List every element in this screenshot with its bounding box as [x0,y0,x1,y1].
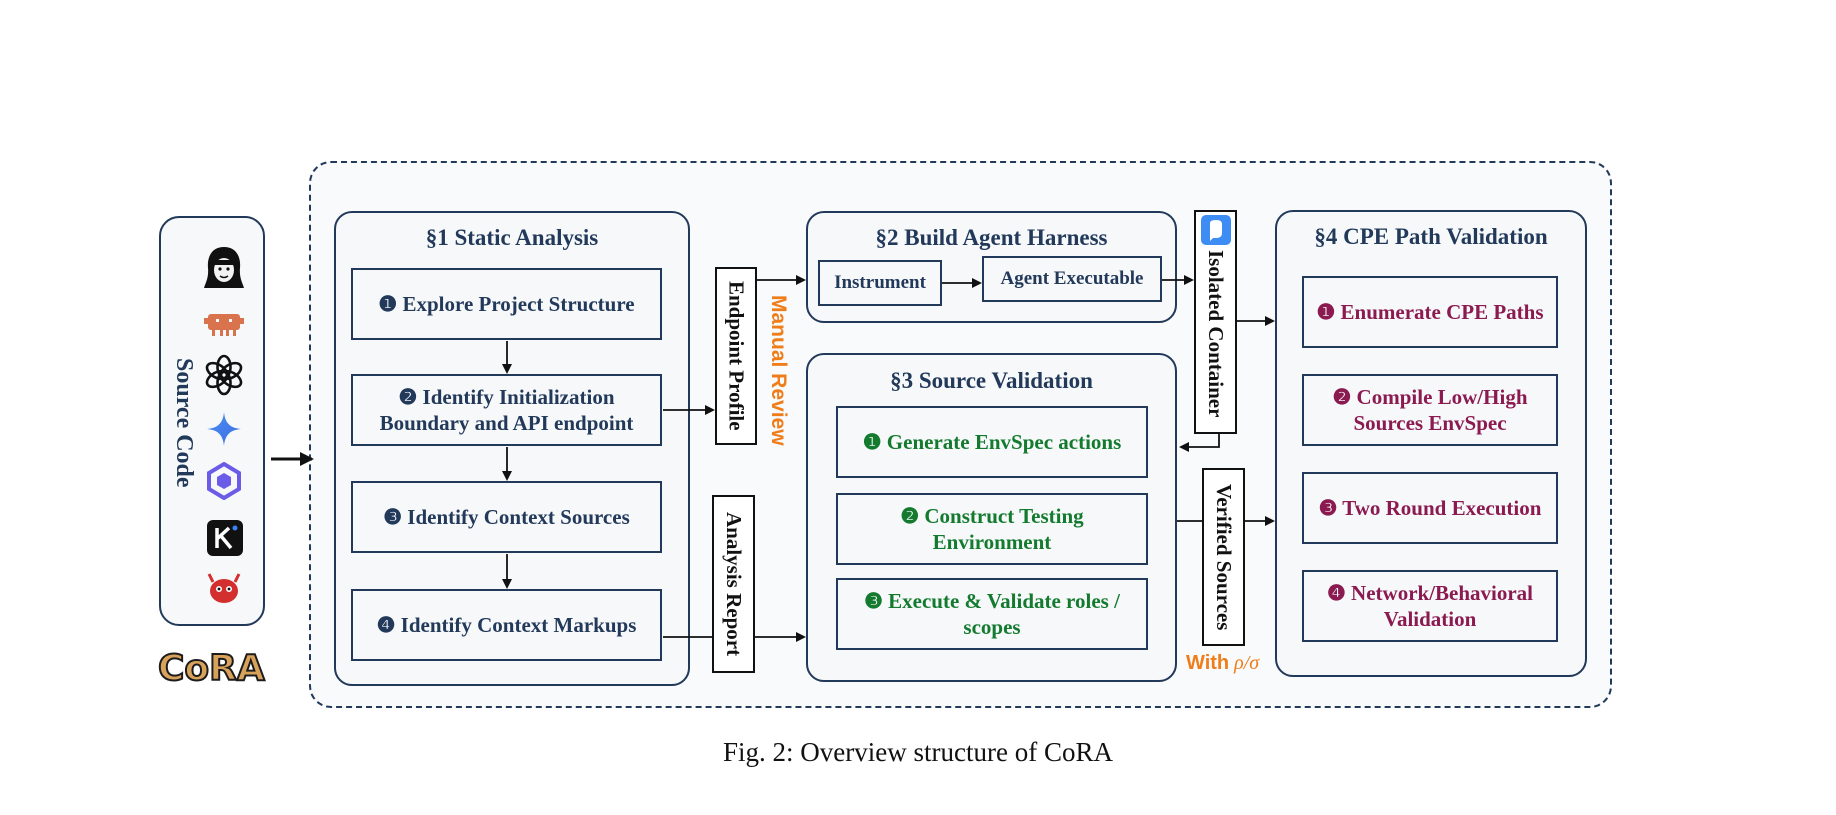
agent-harness-title: §2 Build Agent Harness [875,225,1108,250]
bug-mascot-icon [205,570,243,606]
step-identify-context-sources: ❸ Identify Context Sources [351,481,662,553]
step-execute-validate: ❸ Execute & Validate roles / scopes [836,578,1148,650]
step-identify-context-markups: ❹ Identify Context Markups [351,589,662,661]
endpoint-profile-label: Endpoint Profile [724,281,749,431]
robot-icon [204,308,244,338]
gemini-icon [205,410,243,448]
step-enumerate-cpe-paths: ❶ Enumerate CPE Paths [1302,276,1558,348]
analysis-report-box: Analysis Report [712,495,755,673]
agent-executable-box: Agent Executable [982,256,1162,302]
openai-icon [203,354,245,396]
container-icon [1201,215,1231,245]
instrument-box: Instrument [818,260,942,306]
step-compile-envspec: ❷ Compile Low/High Sources EnvSpec [1302,374,1558,446]
cpe-validation-title: §4 CPE Path Validation [1314,224,1548,249]
step-network-behavioral-validation: ❹ Network/Behavioral Validation [1302,570,1558,642]
source-validation-title: §3 Source Validation [890,368,1093,393]
endpoint-profile-box: Endpoint Profile [715,267,757,445]
isolated-container-label: Isolated Container [1204,250,1228,418]
step-identify-initialization-boundary: ❷ Identify Initialization Boundary and A… [351,374,662,446]
figure-caption: Fig. 2: Overview structure of CoRA [723,737,1113,767]
arrow-container-validation [1179,434,1220,452]
step-generate-envspec: ❶ Generate EnvSpec actions [836,406,1148,478]
kimi-icon [207,520,243,556]
verified-sources-box: Verified Sources [1202,468,1245,646]
rho-sigma-symbols: ρ/σ [1234,652,1260,674]
isolated-container-box: Isolated Container [1194,210,1237,434]
persona-icon [201,244,247,292]
manual-review-label: Manual Review [767,294,790,446]
step-explore-project-structure: ❶ Explore Project Structure [351,268,662,340]
qwen-icon [205,461,243,501]
verified-sources-label: Verified Sources [1212,483,1236,631]
with-label: With [1186,652,1230,674]
step-two-round-execution: ❸ Two Round Execution [1302,472,1558,544]
with-rho-sigma-label: With ρ/σ [1186,652,1286,678]
step-construct-testing-environment: ❷ Construct Testing Environment [836,493,1148,565]
cora-logo: CoRA [157,647,266,690]
analysis-report-label: Analysis Report [722,511,746,657]
source-code-label: Source Code [171,358,197,488]
source-code-panel: Source Code [159,216,265,626]
static-analysis-title: §1 Static Analysis [425,225,599,250]
